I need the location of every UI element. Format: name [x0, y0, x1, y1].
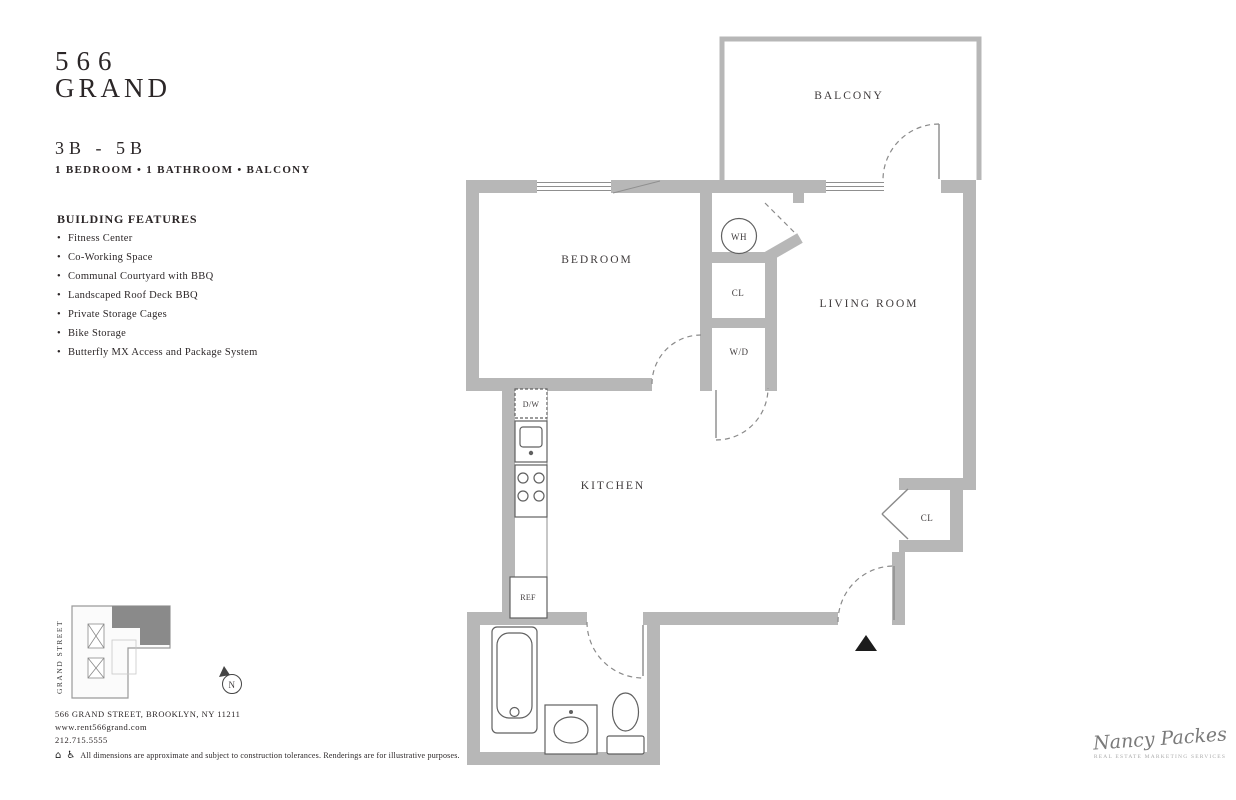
refrigerator-icon	[509, 576, 548, 619]
stove-icon	[514, 464, 548, 518]
phone: 212.715.5555	[55, 735, 108, 745]
feature-item: • Fitness Center	[57, 233, 357, 244]
compass-n-label: N	[229, 680, 236, 690]
bullet-icon: •	[57, 290, 61, 301]
signature-name: Nancy Packes	[1092, 723, 1228, 755]
keyplan-cores	[87, 623, 137, 679]
cl2-label: CL	[921, 513, 934, 523]
feature-item: • Butterfly MX Access and Package System	[57, 347, 357, 358]
window-living	[826, 180, 884, 193]
accessible-icon: ♿	[66, 750, 76, 761]
feature-item-label: Communal Courtyard with BBQ	[67, 271, 214, 282]
building-features-title: BUILDING FEATURES	[57, 212, 198, 226]
closet2-door-right	[881, 513, 909, 540]
bullet-icon: •	[57, 252, 61, 263]
bullet-icon: •	[57, 271, 61, 282]
kitchen-sink-icon	[514, 420, 548, 463]
website: www.rent566grand.com	[55, 722, 148, 732]
balcony-door-swing	[882, 123, 940, 181]
bullet-icon: •	[57, 309, 61, 320]
wh-closet-door	[764, 202, 797, 235]
equal-housing-icon: ⌂	[55, 750, 62, 761]
dishwasher-icon	[514, 388, 548, 419]
feature-item-label: Private Storage Cages	[67, 309, 168, 320]
feature-item: • Bike Storage	[57, 328, 357, 339]
footer-legal: ⌂ ♿ All dimensions are approximate and s…	[55, 750, 460, 761]
keyplan-unit-highlight	[112, 606, 170, 645]
bathtub-icon	[491, 626, 538, 734]
building-features: BUILDING FEATURES • Fitness Center • Co-Wor…	[57, 212, 357, 366]
feature-item-label: Fitness Center	[67, 233, 133, 244]
grand-street-label: GRAND STREET	[55, 620, 64, 694]
compass: N	[219, 666, 242, 694]
window-bedroom	[537, 180, 611, 193]
feature-item-label: Co-Working Space	[67, 252, 153, 263]
toilet-icon	[606, 692, 645, 755]
balcony-label: BALCONY	[814, 90, 884, 102]
dw-label: D/W	[523, 400, 540, 409]
doors	[586, 123, 940, 679]
marketing-signature: Nancy Packes REAL ESTATE MARKETING SERVI…	[1090, 723, 1230, 760]
wall-detail-line	[612, 180, 661, 194]
feature-item-label: Bike Storage	[67, 328, 127, 339]
kitchen-fixtures	[509, 388, 548, 619]
closet2-door-left	[881, 488, 909, 515]
bathroom-door-swing	[586, 621, 644, 679]
water-heater-icon	[720, 217, 758, 255]
feature-item-label: Landscaped Roof Deck BBQ	[67, 290, 198, 301]
building-features-list: • Fitness Center • Co-Working Space • Communa…	[57, 233, 357, 358]
cl1-label: CL	[732, 288, 745, 298]
feature-item-label: Butterfly MX Access and Package System	[67, 347, 258, 358]
address: 566 GRAND STREET, BROOKLYN, NY 11211	[55, 709, 241, 719]
kitchen-label: KITCHEN	[581, 480, 645, 492]
bullet-icon: •	[57, 233, 61, 244]
brand-line2: GRAND	[55, 73, 172, 103]
disclaimer-text: All dimensions are approximate and subje…	[80, 751, 460, 760]
unit-number: 3B - 5B	[55, 138, 148, 158]
ref-label: REF	[520, 593, 536, 602]
walls	[466, 180, 976, 765]
feature-item: • Co-Working Space	[57, 252, 357, 263]
entry-arrow-marker	[855, 635, 877, 651]
bedroom-door-swing	[651, 334, 702, 385]
living-room-label: LIVING ROOM	[820, 298, 919, 310]
wh-label: WH	[731, 232, 747, 242]
footer-contact: 566 GRAND STREET, BROOKLYN, NY 11211 www…	[55, 708, 240, 747]
feature-item: • Communal Courtyard with BBQ	[57, 271, 357, 282]
feature-item: • Landscaped Roof Deck BBQ	[57, 290, 357, 301]
brand-logo: 566 GRAND	[55, 48, 171, 102]
feature-item: • Private Storage Cages	[57, 309, 357, 320]
compass-arrow-icon	[219, 666, 230, 677]
balcony-walls	[719, 36, 982, 180]
bathroom-fixtures	[491, 626, 645, 755]
bullet-icon: •	[57, 328, 61, 339]
entry-door-swing	[837, 565, 895, 623]
brand-line1: 566	[55, 46, 120, 76]
wd-label: W/D	[730, 347, 749, 357]
wd-door-swing	[715, 387, 769, 441]
bedroom-label: BEDROOM	[561, 254, 633, 266]
signature-tagline: REAL ESTATE MARKETING SERVICES	[1093, 754, 1227, 760]
bathroom-sink-icon	[544, 704, 598, 755]
keyplan: GRAND STREET	[55, 605, 171, 699]
bullet-icon: •	[57, 347, 61, 358]
unit-subtitle: 1 BEDROOM • 1 BATHROOM • BALCONY	[55, 164, 311, 176]
